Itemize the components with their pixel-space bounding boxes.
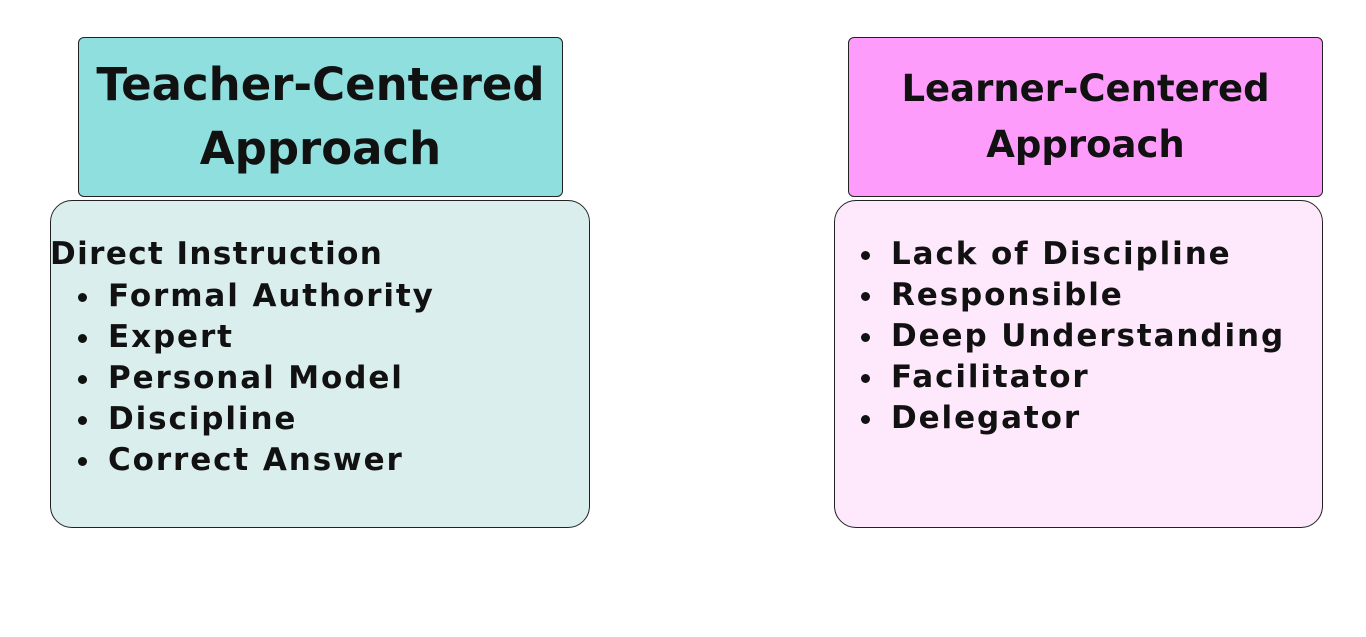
- list-item-label: Delegator: [891, 400, 1082, 436]
- list-item: Personal Model: [74, 358, 435, 399]
- list-item-label: Expert: [108, 319, 234, 355]
- list-item-label: Discipline: [108, 401, 298, 437]
- teacher-centered-panel: [50, 200, 590, 528]
- bullet-icon: [861, 333, 870, 342]
- list-item-label: Correct Answer: [108, 442, 404, 478]
- teacher-centered-title: Teacher-Centered Approach: [96, 58, 545, 175]
- learner-centered-panel: [834, 200, 1323, 528]
- list-item: Expert: [74, 317, 435, 358]
- teacher-centered-header: Teacher-Centered Approach: [78, 37, 563, 197]
- list-item: Delegator: [857, 398, 1285, 439]
- bullet-icon: [78, 293, 87, 302]
- bullet-icon: [861, 415, 870, 424]
- list-item-label: Formal Authority: [108, 278, 435, 314]
- list-item-label: Lack of Discipline: [891, 236, 1232, 272]
- bullet-icon: [78, 375, 87, 384]
- learner-centered-title: Learner-Centered Approach: [901, 67, 1270, 166]
- teacher-list-heading: Direct Instruction: [50, 236, 384, 272]
- list-item: Deep Understanding: [857, 316, 1285, 357]
- teacher-centered-list: Formal Authority Expert Personal Model D…: [74, 276, 435, 481]
- list-item-label: Responsible: [891, 277, 1124, 313]
- bullet-icon: [861, 292, 870, 301]
- list-item: Responsible: [857, 275, 1285, 316]
- list-item-label: Deep Understanding: [891, 318, 1286, 354]
- list-item-label: Personal Model: [108, 360, 404, 396]
- learner-centered-list: Lack of Discipline Responsible Deep Unde…: [857, 234, 1285, 439]
- list-item: Correct Answer: [74, 440, 435, 481]
- list-item-label: Facilitator: [891, 359, 1090, 395]
- list-item: Facilitator: [857, 357, 1285, 398]
- bullet-icon: [861, 374, 870, 383]
- list-item: Formal Authority: [74, 276, 435, 317]
- list-item: Discipline: [74, 399, 435, 440]
- list-item: Lack of Discipline: [857, 234, 1285, 275]
- bullet-icon: [78, 416, 87, 425]
- bullet-icon: [861, 251, 870, 260]
- bullet-icon: [78, 457, 87, 466]
- bullet-icon: [78, 334, 87, 343]
- learner-centered-header: Learner-Centered Approach: [848, 37, 1323, 197]
